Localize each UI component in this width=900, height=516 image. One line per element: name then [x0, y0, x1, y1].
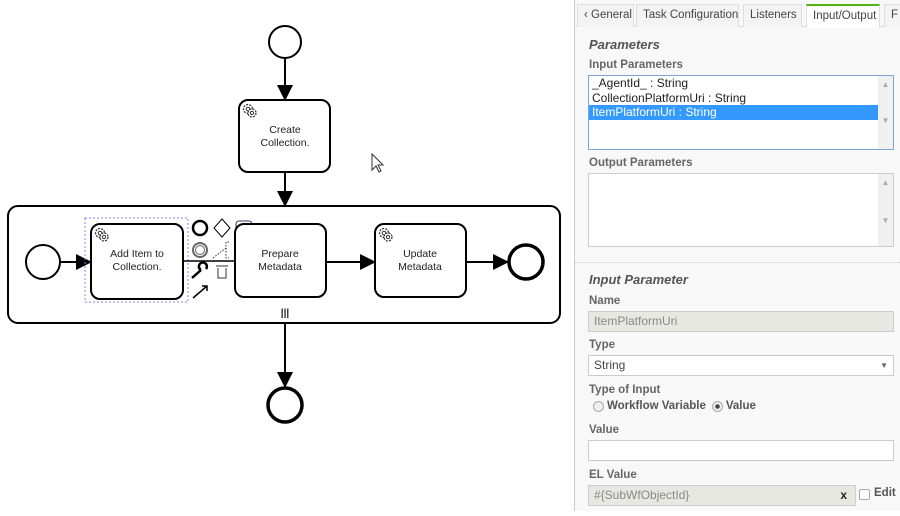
task-add-item[interactable]: Add Item to Collection. — [90, 223, 184, 300]
task-label: Update — [403, 248, 437, 260]
tab-general[interactable]: ‹ General — [577, 4, 634, 27]
tab-input-output[interactable]: Input/Output — [806, 4, 880, 28]
start-event[interactable] — [268, 25, 302, 59]
properties-panel: ‹ General Task Configuration Listeners I… — [574, 0, 900, 511]
task-label: Collection. — [112, 261, 161, 273]
type-of-input-label: Type of Input — [589, 384, 661, 396]
value-label: Value — [589, 424, 620, 436]
list-item-selected[interactable]: ItemPlatformUri : String — [589, 105, 878, 120]
task-label: Prepare — [261, 248, 299, 260]
scrollbar[interactable]: ▲▼ — [878, 76, 893, 149]
type-label: Type — [589, 339, 615, 351]
append-end-event-icon[interactable] — [191, 219, 209, 237]
type-selected-value: String — [594, 358, 626, 372]
list-item[interactable]: _AgentId_ : String — [592, 76, 689, 90]
tab-bar: ‹ General Task Configuration Listeners I… — [575, 4, 900, 28]
multi-instance-marker: ||| — [281, 308, 290, 319]
parameters-heading: Parameters — [589, 37, 660, 52]
connect-arrow-icon[interactable] — [192, 285, 208, 299]
input-parameters-list[interactable]: _AgentId_ : String CollectionPlatformUri… — [588, 75, 894, 150]
name-label: Name — [589, 295, 621, 307]
edit-label: Edit — [874, 487, 896, 499]
end-event[interactable] — [266, 386, 304, 424]
radio-label: Workflow Variable — [607, 400, 706, 412]
delete-trash-icon[interactable] — [216, 265, 228, 279]
input-parameter-heading: Input Parameter — [589, 272, 688, 287]
mouse-cursor-icon — [371, 152, 385, 173]
el-value-input[interactable]: #{SubWfObjectId} x — [588, 485, 856, 506]
change-type-wrench-icon[interactable] — [191, 261, 209, 279]
radio-value[interactable] — [711, 400, 723, 412]
el-value-label: EL Value — [589, 469, 637, 481]
tab-listeners[interactable]: Listeners — [743, 4, 802, 27]
scrollbar[interactable]: ▲▼ — [878, 174, 893, 246]
divider — [575, 262, 900, 263]
task-label: Add Item to — [110, 248, 164, 260]
tab-more[interactable]: F — [884, 4, 900, 27]
text-annotation-icon[interactable] — [212, 241, 229, 259]
task-label: Metadata — [398, 261, 442, 273]
task-update-metadata[interactable]: Update Metadata — [374, 223, 467, 298]
clear-icon[interactable]: x — [840, 488, 847, 502]
type-select[interactable]: String ▼ — [588, 355, 894, 376]
input-parameters-label: Input Parameters — [589, 59, 683, 71]
task-label: Metadata — [258, 261, 302, 273]
el-value-text: #{SubWfObjectId} — [594, 488, 690, 502]
value-input[interactable] — [588, 440, 894, 461]
task-label: Collection. — [260, 137, 309, 149]
sub-start-event[interactable] — [25, 244, 61, 280]
tab-task-configuration[interactable]: Task Configuration — [636, 4, 739, 27]
task-label: Create — [269, 124, 301, 136]
output-parameters-label: Output Parameters — [589, 157, 693, 169]
selection-outline — [84, 217, 189, 303]
type-of-input-radios: Workflow Variable Value — [593, 400, 756, 412]
bpmn-canvas[interactable]: Create Collection. Add Item to Collectio… — [0, 0, 574, 511]
radio-workflow-variable[interactable] — [593, 400, 604, 412]
sub-end-event[interactable] — [507, 243, 545, 281]
append-gateway-icon[interactable] — [213, 218, 231, 238]
name-input[interactable]: ItemPlatformUri — [588, 311, 894, 332]
list-item[interactable]: CollectionPlatformUri : String — [592, 90, 747, 105]
task-prepare-metadata[interactable]: Prepare Metadata — [234, 223, 327, 298]
output-parameters-list[interactable]: ▲▼ — [588, 173, 894, 247]
dropdown-arrow-icon: ▼ — [880, 361, 888, 370]
edit-checkbox[interactable] — [859, 489, 870, 500]
radio-label: Value — [725, 400, 756, 412]
task-create-collection[interactable]: Create Collection. — [238, 99, 331, 173]
